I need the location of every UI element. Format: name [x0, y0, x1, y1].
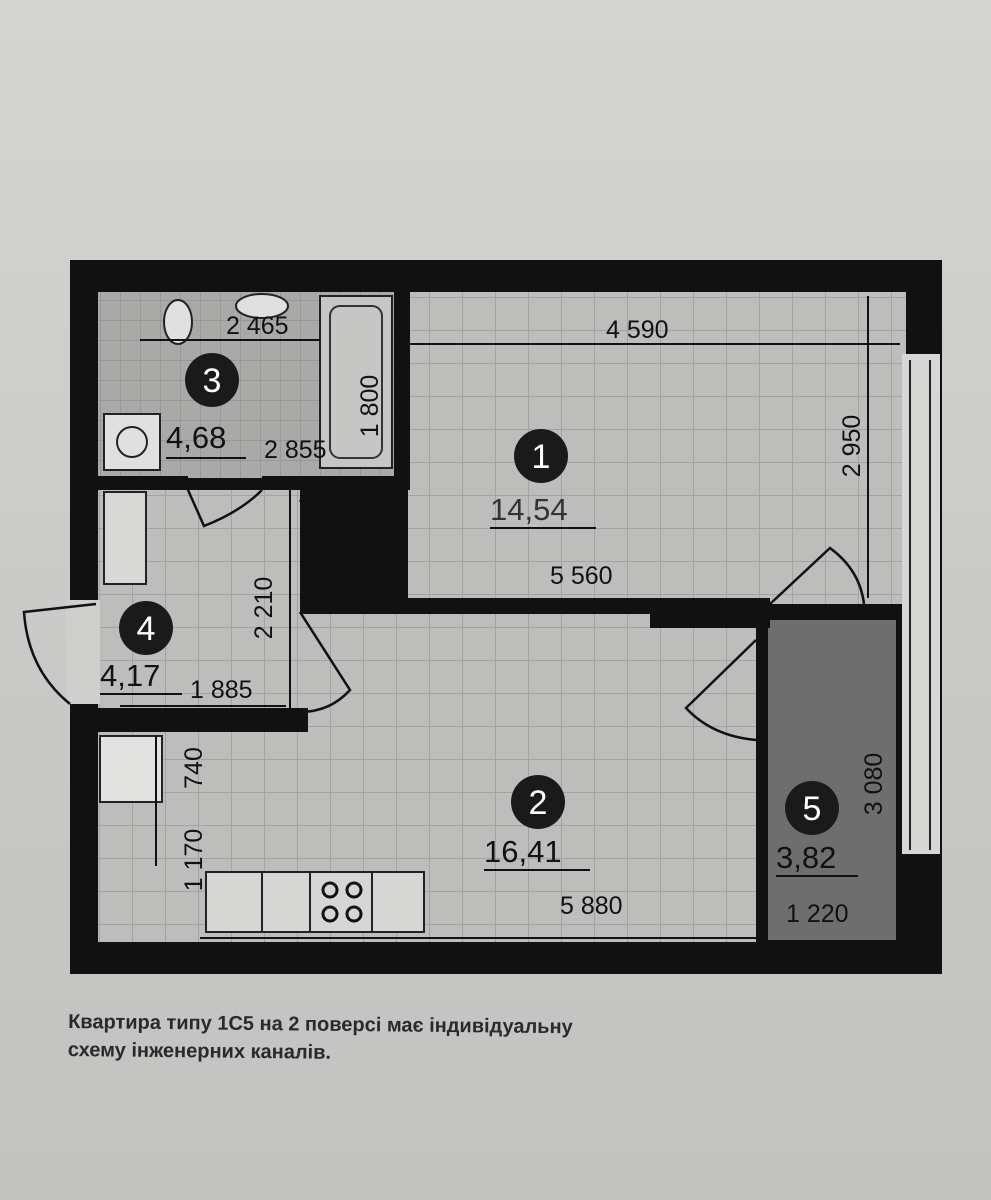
dim-1035: 1 035	[358, 509, 386, 572]
floor-plan: 3 4,68 1 14,54 4 4,17 2 16,41 5 3,82 2 4…	[22, 260, 942, 974]
room-5-number: 5	[803, 790, 822, 828]
dim-2465: 2 465	[226, 312, 289, 340]
room-5-floor	[766, 620, 896, 940]
bathtub	[319, 295, 393, 469]
dim-740: 740	[180, 747, 208, 789]
room-4-number: 4	[137, 610, 156, 648]
wall-right-bottom	[896, 856, 942, 974]
sink	[235, 293, 289, 319]
room-1-number: 1	[532, 438, 551, 476]
dim-1800: 1 800	[356, 375, 384, 438]
dim-1220: 1 220	[786, 900, 849, 928]
dim-2855: 2 855	[264, 436, 327, 464]
room-5-area: 3,82	[776, 840, 836, 875]
dim-2210: 2 210	[250, 577, 278, 640]
wall-bath-bottom-2	[262, 476, 408, 490]
wall-hall-bottom	[98, 708, 308, 732]
stove	[321, 881, 363, 923]
room-1-badge: 1	[514, 429, 568, 483]
room-3-number: 3	[203, 362, 222, 400]
room-3-badge: 3	[185, 353, 239, 407]
room-4-area: 4,17	[100, 658, 160, 693]
room-4-badge: 4	[119, 601, 173, 655]
dim-1885: 1 885	[190, 676, 253, 704]
fridge	[99, 735, 163, 803]
plan-caption: Квартира типу 1С5 на 2 поверсі має індив…	[68, 1008, 829, 1072]
room-3-area: 4,68	[166, 420, 226, 455]
dim-5880: 5 880	[560, 892, 623, 920]
doors	[22, 489, 866, 742]
room-1-area: 14,54	[490, 492, 568, 527]
dim-1170: 1 170	[180, 829, 208, 892]
window-strip	[902, 354, 940, 854]
wardrobe	[103, 491, 147, 585]
room-2-badge: 2	[511, 775, 565, 829]
wall-bath-right	[394, 290, 410, 490]
kitchen-counter	[205, 871, 425, 933]
room-5-badge: 5	[785, 781, 839, 835]
wall-balcony-left	[756, 614, 768, 944]
dim-3080: 3 080	[860, 753, 888, 816]
dim-4590: 4 590	[606, 316, 669, 344]
washer	[103, 413, 161, 471]
wall-right-top	[906, 290, 942, 354]
room-2-area: 16,41	[484, 834, 562, 869]
wall-mid-right	[650, 598, 770, 628]
room-2-number: 2	[529, 784, 548, 822]
dim-5560: 5 560	[550, 562, 613, 590]
entrance-gap	[66, 600, 100, 704]
wall-bath-bottom	[98, 476, 188, 490]
dim-2950: 2 950	[838, 415, 866, 478]
toilet	[163, 299, 193, 345]
